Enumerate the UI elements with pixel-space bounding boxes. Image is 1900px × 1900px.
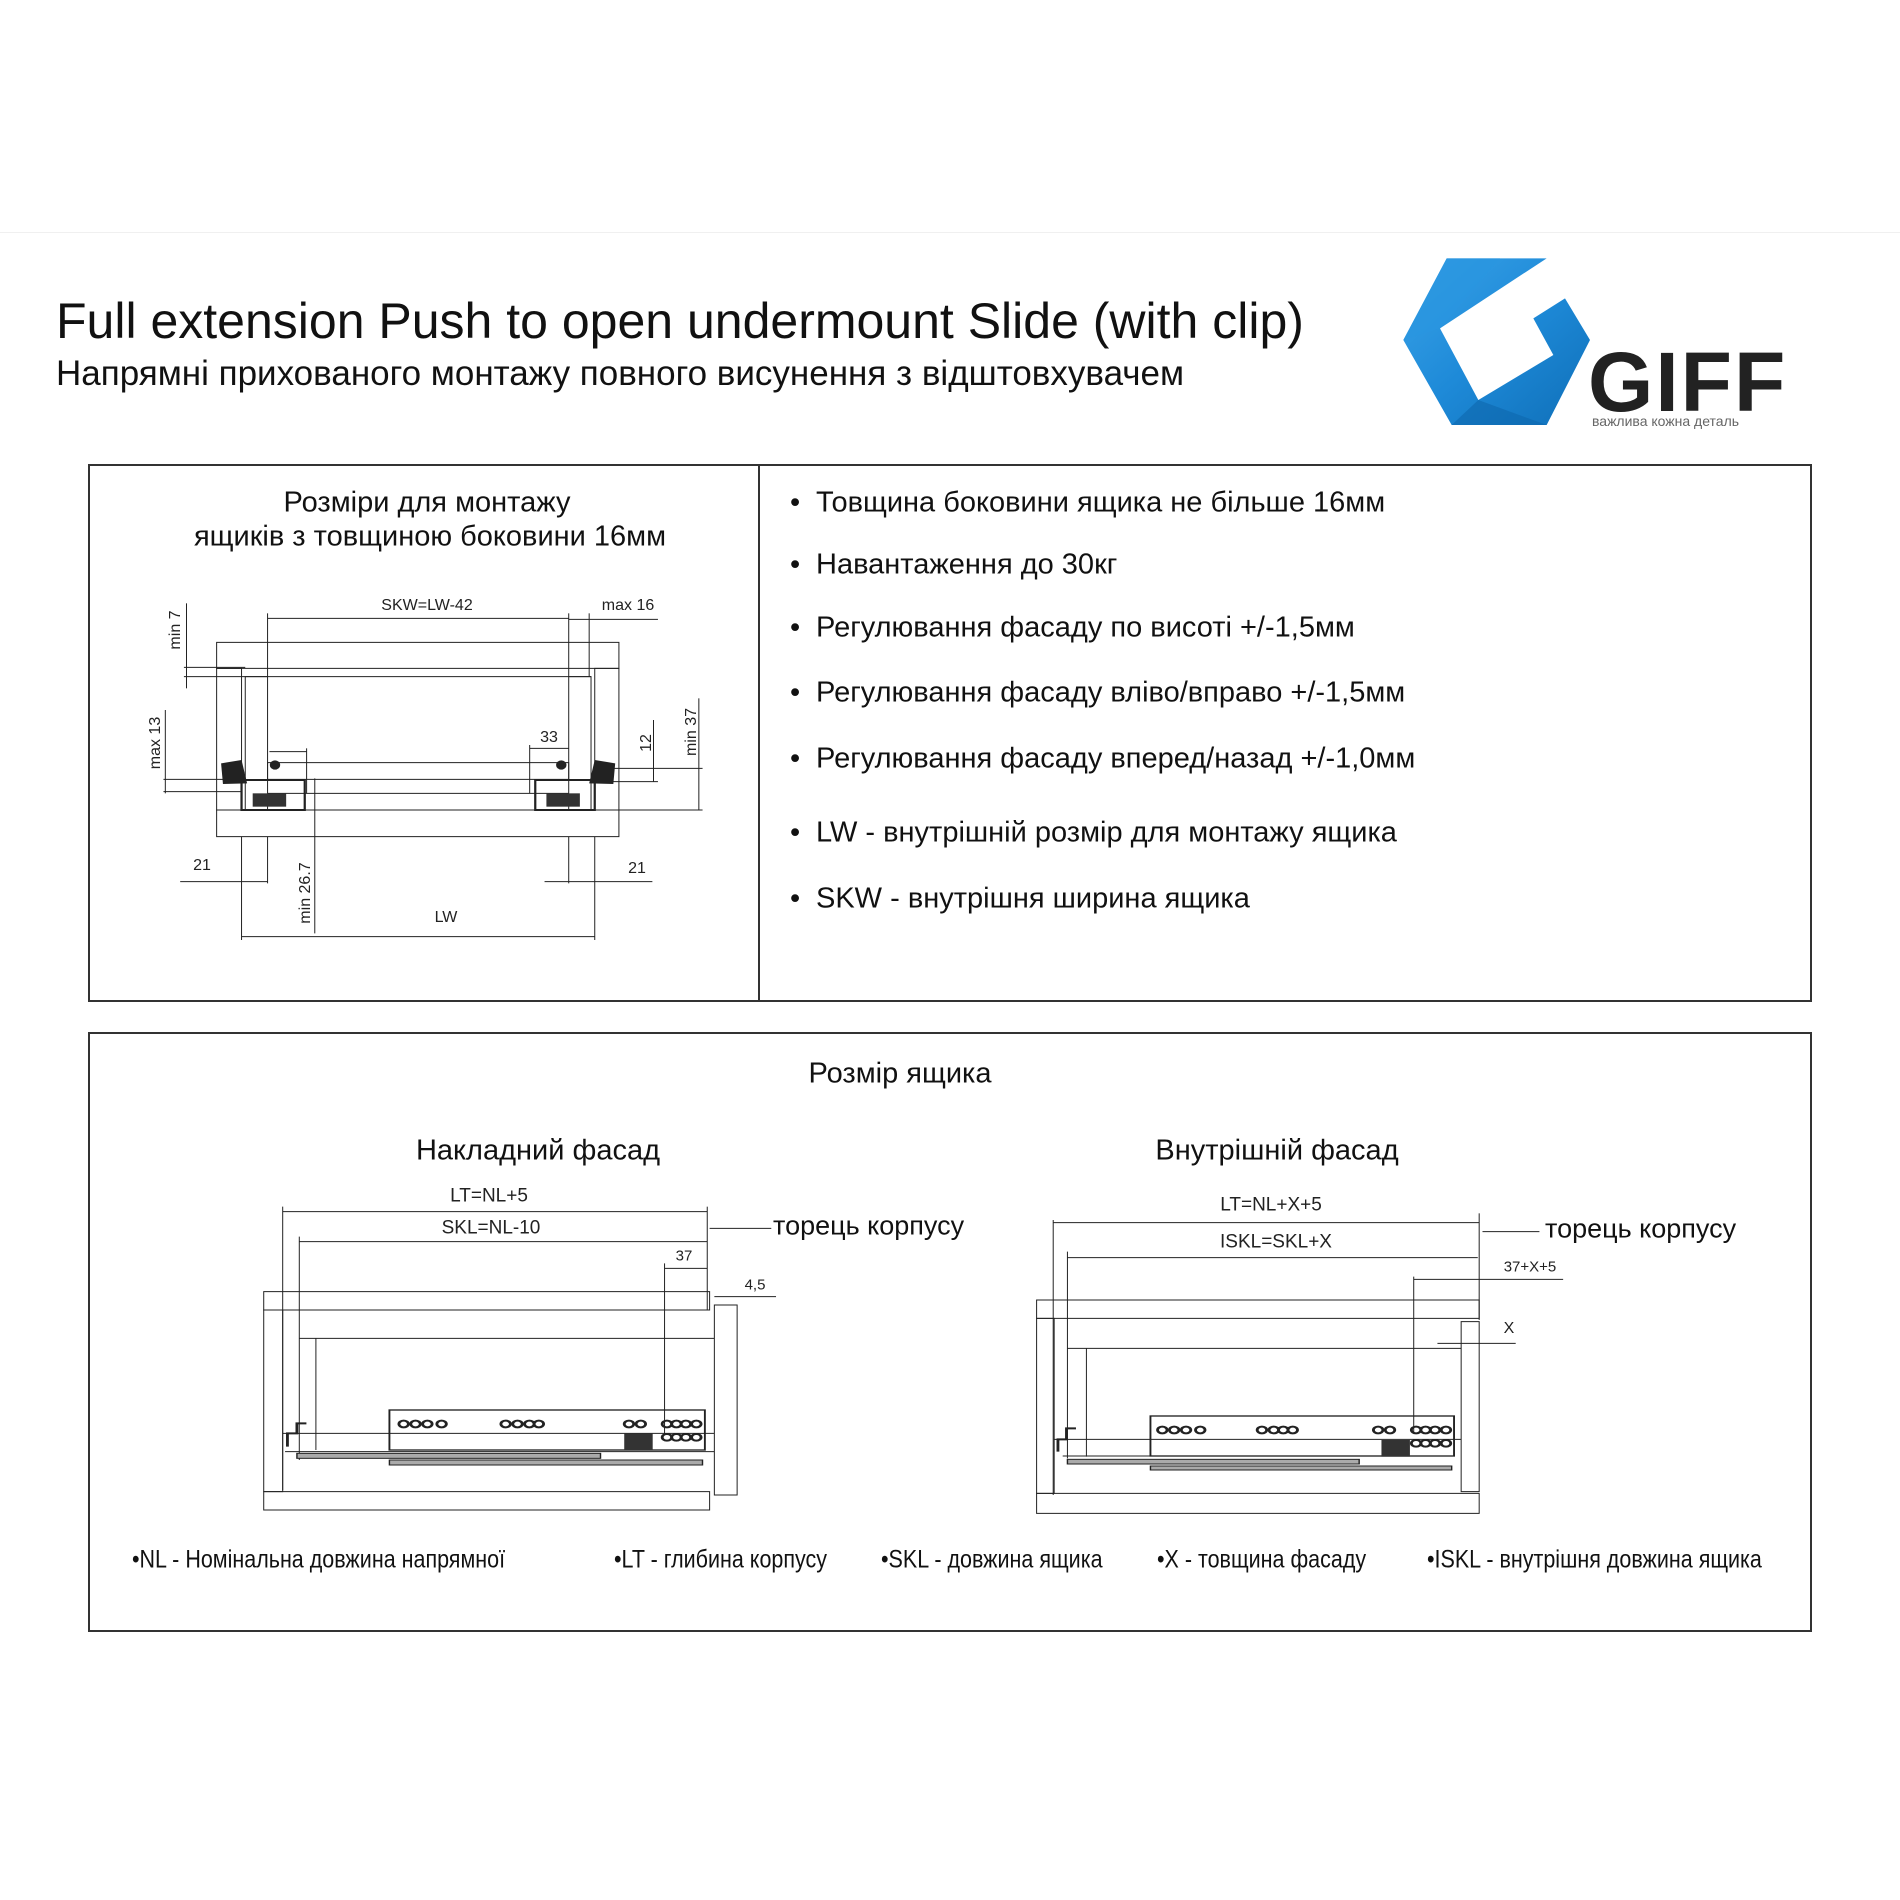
dim-min37: min 37	[683, 707, 700, 757]
dim-lt: LT=NL+5	[450, 1185, 528, 1207]
dim-33: 33	[540, 729, 558, 746]
cabinet-back	[264, 1310, 283, 1492]
overlay-front-title: Накладний фасад	[415, 1134, 661, 1167]
legend-item-skl: •SKL - довжина ящика	[881, 1545, 1103, 1574]
drawer-size-panel	[88, 1032, 1812, 1632]
dim-4-5: 4,5	[744, 1276, 766, 1294]
inset-front-title: Внутрішній фасад	[1155, 1134, 1399, 1167]
page-title: Full extension Push to open undermount S…	[56, 293, 1304, 349]
drawer-left-side	[245, 677, 267, 810]
dim-21-left: 21	[193, 857, 211, 874]
spec-item: •Регулювання фасаду вперед/назад +/-1,0м…	[790, 742, 1416, 775]
spec-item: •Навантаження до 30кг	[790, 548, 1118, 581]
panel-divider	[758, 464, 760, 1002]
logo-g-mark-icon	[1403, 258, 1590, 425]
dim-21-right: 21	[628, 860, 646, 877]
cabinet-right-side	[595, 668, 619, 810]
dim-37: 37	[675, 1247, 693, 1265]
dim-skl: SKL=NL-10	[441, 1217, 541, 1239]
header-divider	[0, 232, 1900, 233]
giff-logo	[1403, 258, 1590, 425]
legend-item-nl: •NL - Номінальна довжина напрямної	[132, 1545, 506, 1574]
dim-37-x-5: 37+X+5	[1503, 1258, 1557, 1276]
cabinet-top	[264, 1292, 710, 1310]
dim-x: X	[1503, 1320, 1515, 1337]
slide-rail-icon	[1056, 1415, 1455, 1471]
slide-rail-icon	[286, 1409, 706, 1466]
dim-lt: LT=NL+X+5	[1220, 1194, 1322, 1216]
legend-item-x: •X - товщина фасаду	[1157, 1545, 1367, 1574]
cabinet-end-label: торець корпусу	[773, 1210, 965, 1241]
spec-item: •SKW - внутрішня ширина ящика	[790, 882, 1250, 915]
dim-max16: max 16	[601, 597, 655, 614]
dim-iskl: ISKL=SKL+X	[1220, 1231, 1332, 1253]
dimension-lines	[163, 603, 702, 940]
dim-max13: max 13	[147, 716, 164, 770]
spec-item: •LW - внутрішній розмір для монтажу ящик…	[790, 816, 1397, 849]
left-slide-icon	[221, 760, 306, 811]
inset-front-diagram	[1020, 1180, 1760, 1530]
cabinet-bottom	[1037, 1493, 1480, 1513]
dim-skw: SKW=LW-42	[381, 597, 473, 614]
dim-12: 12	[638, 734, 655, 752]
page-subtitle: Напрямні прихованого монтажу повного вис…	[56, 354, 1185, 393]
cabinet-bottom	[217, 810, 619, 837]
mounting-title-line2: ящиків з товщиною боковини 16мм	[193, 520, 667, 553]
drawer-right-side	[569, 677, 591, 810]
dim-min7: min 7	[167, 610, 184, 650]
cabinet-top	[217, 642, 619, 668]
dim-lw: LW	[434, 909, 458, 926]
cabinet-top	[1037, 1300, 1480, 1318]
cabinet-bottom	[264, 1492, 710, 1510]
overlay-front-panel	[714, 1305, 737, 1495]
mounting-title-line1: Розміри для монтажу	[283, 486, 571, 519]
dim-min267: min 26.7	[297, 862, 314, 924]
right-slide-icon	[534, 760, 616, 811]
spec-item: •Товщина боковини ящика не більше 16мм	[790, 486, 1386, 519]
inset-front-panel	[1461, 1322, 1479, 1492]
legend-item-lt: •LT - глибина корпусу	[614, 1545, 828, 1574]
overlay-front-diagram	[240, 1170, 980, 1520]
mounting-panel	[88, 464, 1812, 1002]
spec-item: •Регулювання фасаду по висоті +/-1,5мм	[790, 611, 1355, 644]
spec-item: •Регулювання фасаду вліво/вправо +/-1,5м…	[790, 676, 1406, 709]
logo-text: GIFF	[1588, 335, 1788, 429]
cabinet-left-side	[217, 668, 242, 810]
logo-tagline: важлива кожна деталь	[1592, 413, 1740, 429]
drawer-size-title: Розмір ящика	[808, 1057, 992, 1090]
drawer-bottom	[268, 763, 569, 780]
cabinet-end-label: торець корпусу	[1545, 1213, 1737, 1244]
cabinet-back	[1037, 1318, 1055, 1493]
legend-item-iskl: •ISKL - внутрішня довжина ящика	[1427, 1545, 1762, 1574]
cross-section-diagram	[130, 580, 710, 950]
